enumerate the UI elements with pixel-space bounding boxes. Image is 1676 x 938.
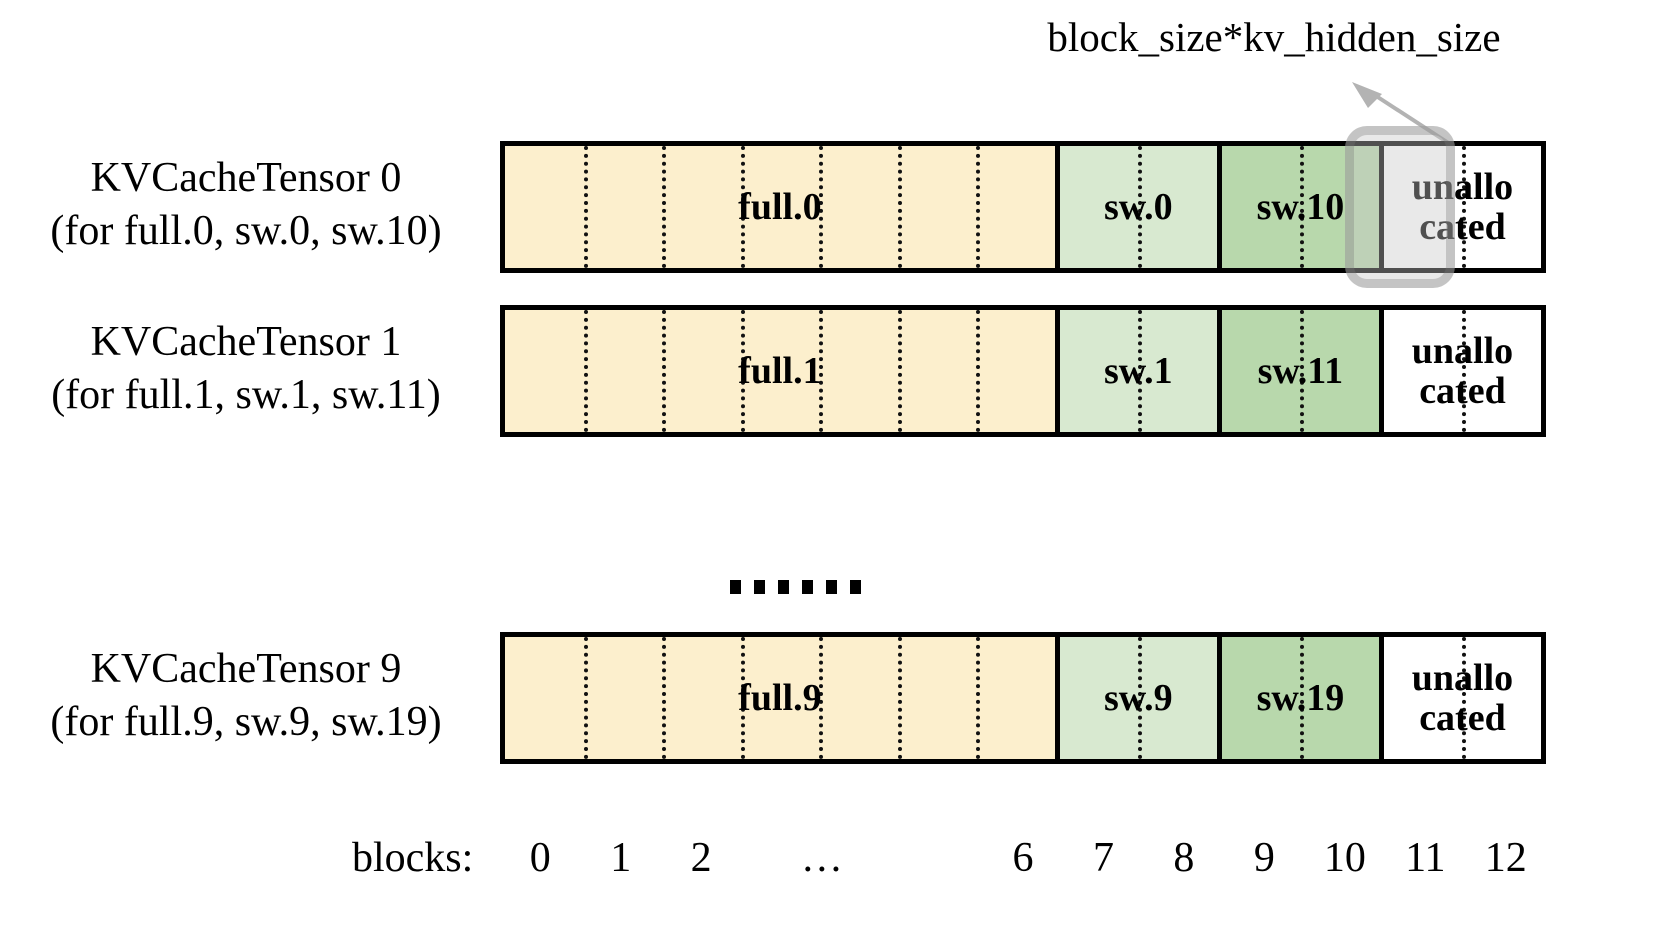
- blocks-axis-title: blocks:: [352, 835, 474, 881]
- row-label-line1: KVCacheTensor 0: [90, 155, 402, 201]
- segment-sliding-window-light[interactable]: sw.1: [1059, 310, 1222, 432]
- segment-unallocated[interactable]: unallocated: [1383, 146, 1541, 268]
- block-divider: [583, 637, 588, 759]
- segment-label: unallocated: [1411, 329, 1514, 412]
- row-label-tensor-1: KVCacheTensor 1 (for full.1, sw.1, sw.11…: [0, 316, 492, 422]
- row-label-tensor-0: KVCacheTensor 0 (for full.0, sw.0, sw.10…: [0, 152, 492, 258]
- segment-label: sw.0: [1103, 185, 1173, 228]
- segment-full[interactable]: full.1: [505, 310, 1060, 432]
- block-tick-label: 10: [1323, 835, 1366, 881]
- block-divider: [583, 146, 588, 268]
- block-tick-label: 9: [1253, 835, 1275, 881]
- segment-label: sw.1: [1103, 349, 1173, 392]
- block-tick-label: 1: [610, 835, 632, 881]
- block-divider: [583, 310, 588, 432]
- block-tick-label: 8: [1173, 835, 1195, 881]
- kvcache-tensor-row: full.9 sw.9 sw.19 unallocated: [500, 632, 1546, 764]
- row-label-line2: (for full.1, sw.1, sw.11): [51, 371, 441, 418]
- segment-sliding-window-dark[interactable]: sw.10: [1221, 146, 1384, 268]
- highlight-box: [1345, 126, 1455, 288]
- row-label-line1: KVCacheTensor 9: [90, 646, 402, 692]
- callout-label: block_size*kv_hidden_size: [1047, 14, 1501, 60]
- segment-label: sw.9: [1103, 676, 1173, 719]
- ellipsis-rows-omitted: [730, 580, 861, 594]
- segment-label: sw.11: [1257, 349, 1344, 392]
- block-divider: [662, 310, 667, 432]
- block-divider: [976, 310, 981, 432]
- block-divider: [897, 146, 902, 268]
- ellipsis-dot: [802, 580, 813, 594]
- segment-label: full.1: [738, 349, 822, 392]
- kvcache-tensor-row: full.1 sw.1 sw.11 unallocated: [500, 305, 1546, 437]
- block-tick-label: 12: [1484, 835, 1527, 881]
- row-label-line2: (for full.0, sw.0, sw.10): [50, 207, 442, 254]
- segment-sliding-window-dark[interactable]: sw.11: [1221, 310, 1384, 432]
- segment-sliding-window-light[interactable]: sw.0: [1059, 146, 1222, 268]
- segment-label: unallocated: [1411, 165, 1514, 248]
- segment-unallocated[interactable]: unallocated: [1383, 310, 1541, 432]
- row-label-line1: KVCacheTensor 1: [90, 319, 402, 365]
- block-tick-label: 6: [1012, 835, 1034, 881]
- block-divider: [662, 146, 667, 268]
- segment-label: sw.19: [1256, 676, 1345, 719]
- segment-full[interactable]: full.0: [505, 146, 1060, 268]
- block-tick-label: …: [800, 835, 843, 881]
- ellipsis-dot: [778, 580, 789, 594]
- segment-label: sw.10: [1256, 185, 1345, 228]
- row-label-tensor-9: KVCacheTensor 9 (for full.9, sw.9, sw.19…: [0, 643, 492, 749]
- block-tick-label: 0: [529, 835, 551, 881]
- ellipsis-dot: [754, 580, 765, 594]
- block-tick-label: 7: [1092, 835, 1114, 881]
- segment-label: full.9: [738, 676, 822, 719]
- segment-label: full.0: [738, 185, 822, 228]
- ellipsis-dot: [730, 580, 741, 594]
- ellipsis-dot: [826, 580, 837, 594]
- block-tick-label: 2: [690, 835, 712, 881]
- block-divider: [662, 637, 667, 759]
- segment-sliding-window-light[interactable]: sw.9: [1059, 637, 1222, 759]
- kvcache-tensor-row: full.0 sw.0 sw.10 unallocated: [500, 141, 1546, 273]
- block-divider: [897, 310, 902, 432]
- block-divider: [976, 146, 981, 268]
- row-label-line2: (for full.9, sw.9, sw.19): [50, 698, 442, 745]
- segment-label: unallocated: [1411, 656, 1514, 739]
- segment-sliding-window-dark[interactable]: sw.19: [1221, 637, 1384, 759]
- block-tick-label: 11: [1405, 835, 1446, 881]
- block-divider: [897, 637, 902, 759]
- segment-unallocated[interactable]: unallocated: [1383, 637, 1541, 759]
- ellipsis-dot: [850, 580, 861, 594]
- segment-full[interactable]: full.9: [505, 637, 1060, 759]
- block-divider: [976, 637, 981, 759]
